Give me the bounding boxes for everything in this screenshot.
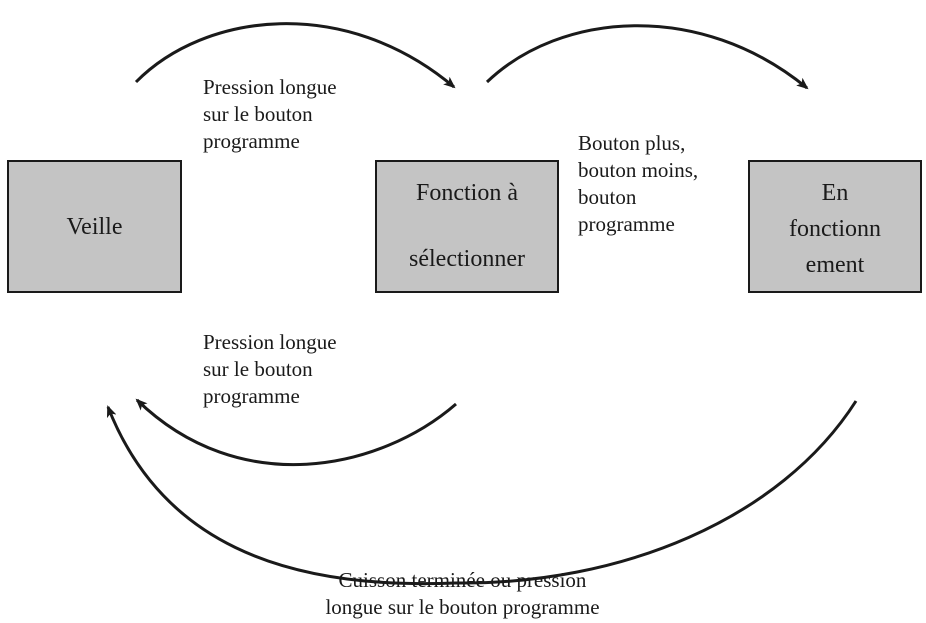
transition-label-fonction-to-veille: Pression longue sur le bouton programme xyxy=(203,329,337,410)
transition-label-line: Cuisson terminée ou pression xyxy=(338,568,587,592)
transition-label-line: longue sur le bouton programme xyxy=(325,595,600,619)
state-veille-label: Veille xyxy=(66,214,123,240)
transition-label-line: bouton moins, xyxy=(578,158,699,182)
arrow-veille-to-fonction xyxy=(134,22,456,89)
transition-label-line: Pression longue xyxy=(203,75,337,99)
transition-label-fonction-to-fonctionnement: Bouton plus, bouton moins, bouton progra… xyxy=(578,130,698,238)
arrow-fonction-to-veille xyxy=(135,398,457,467)
state-en-fonctionnement: En fonctionn ement xyxy=(748,160,922,293)
transition-label-line: programme xyxy=(578,212,675,236)
state-fonction-label-line-2: sélectionner xyxy=(409,246,525,272)
transition-label-line: sur le bouton xyxy=(203,357,313,381)
transition-label-line: sur le bouton xyxy=(203,102,313,126)
transition-label-line: programme xyxy=(203,384,300,408)
transition-label-veille-to-fonction: Pression longue sur le bouton programme xyxy=(203,74,337,155)
transition-label-line: Pression longue xyxy=(203,330,337,354)
arrow-fonctionnement-to-veille xyxy=(106,400,858,586)
state-fonctionnement-label-line-1: En xyxy=(821,180,849,206)
state-fonctionnement-label-line-3: ement xyxy=(805,252,865,278)
state-fonction-label-line-1: Fonction à xyxy=(416,180,518,206)
transition-label-line: Bouton plus, xyxy=(578,131,686,155)
transition-label-line: programme xyxy=(203,129,300,153)
state-veille: Veille xyxy=(7,160,182,293)
transition-label-line: bouton xyxy=(578,185,637,209)
state-fonctionnement-label-line-2: fonctionn xyxy=(789,216,881,242)
state-fonction-a-selectionner: Fonction à sélectionner xyxy=(375,160,559,293)
transition-label-fonctionnement-to-veille: Cuisson terminée ou pression longue sur … xyxy=(280,567,645,621)
arrow-fonction-to-fonctionnement xyxy=(485,24,809,90)
